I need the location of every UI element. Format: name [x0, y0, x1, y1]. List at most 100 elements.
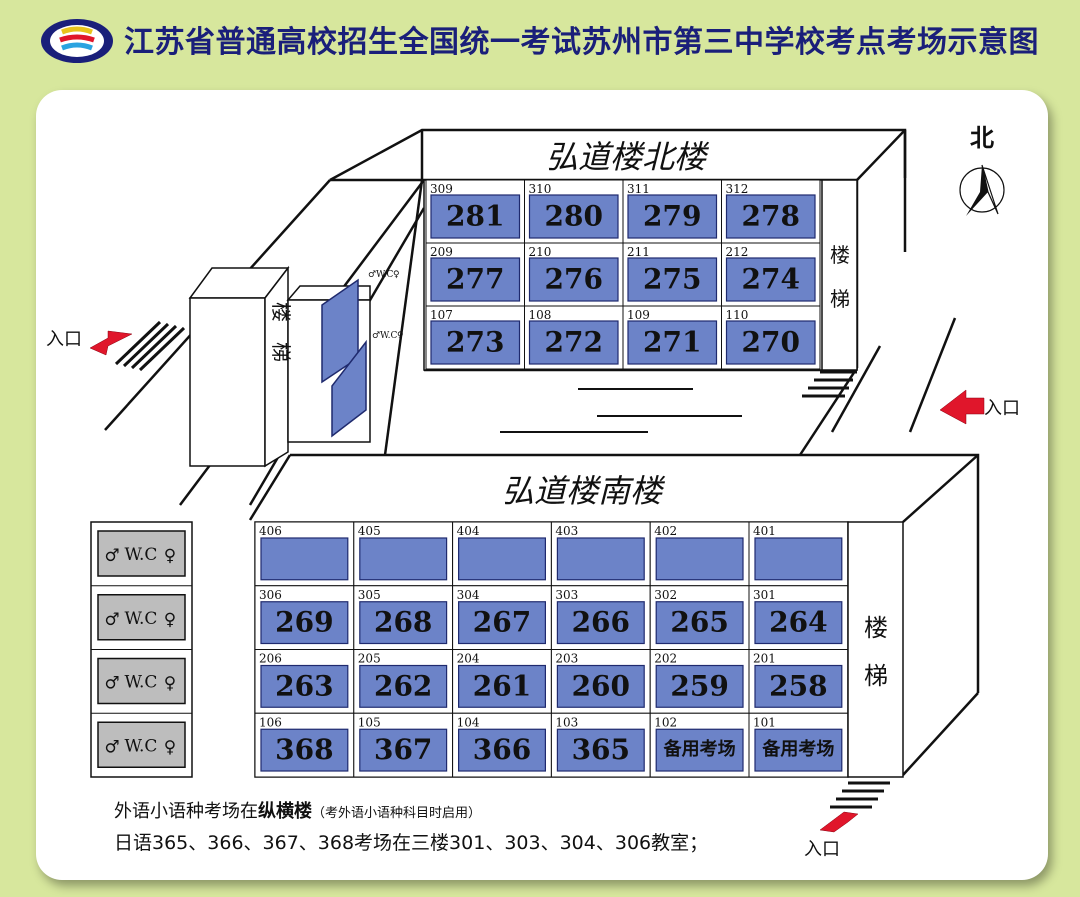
female-icon: ♀	[164, 546, 176, 566]
svg-text:W.C: W.C	[380, 331, 398, 341]
room-number: 209	[430, 245, 453, 259]
svg-text:入口: 入口	[804, 839, 840, 860]
wc-label: W.C	[125, 736, 158, 756]
room-fill	[655, 537, 744, 581]
room-fill	[458, 728, 547, 772]
room-fill	[260, 728, 349, 772]
room-fill	[359, 728, 448, 772]
room-number: 201	[753, 652, 776, 666]
room-number: 105	[358, 715, 381, 729]
right-entrance: 入口	[939, 389, 1020, 425]
exam-room: 102 备用考场	[649, 712, 750, 778]
room-fill	[556, 664, 645, 708]
male-icon: ♂	[104, 737, 119, 757]
room-fill	[754, 664, 843, 708]
exam-room: 406	[254, 521, 355, 587]
wc-sign: ♂W.C♀	[91, 649, 192, 705]
exam-room-number: 279	[643, 200, 701, 233]
room-fill	[430, 194, 521, 239]
room-fill	[458, 664, 547, 708]
room-number: 110	[726, 308, 749, 322]
room-fill	[359, 664, 448, 708]
room-number: 108	[529, 308, 552, 322]
room-fill	[627, 194, 718, 239]
wc-sign: ♂W.C♀	[91, 585, 192, 641]
note-line-1: 外语小语种考场在纵横楼（考外语小语种科目时启用）	[114, 798, 708, 826]
exam-room-number: 261	[473, 669, 531, 702]
room-fill	[430, 257, 521, 302]
room-number: 106	[259, 715, 282, 729]
room-fill	[655, 728, 744, 772]
room-fill	[754, 537, 843, 581]
room-number: 403	[555, 524, 578, 538]
room-fill	[528, 194, 619, 239]
header: 江苏省普通高校招生全国统一考试苏州市第三中学校考点考场示意图	[0, 0, 1080, 88]
room-number: 205	[358, 652, 381, 666]
exam-room: 403	[550, 521, 651, 587]
wc-sign-small-2: ♂ W.C ♀	[372, 331, 404, 341]
exam-room-number: 259	[670, 669, 728, 702]
exam-room: 405	[353, 521, 454, 587]
room-number: 303	[555, 588, 578, 602]
south-stair-label-2: 梯	[864, 662, 888, 690]
svg-text:入口: 入口	[46, 329, 82, 350]
south-building-outline	[248, 453, 980, 776]
room-fill	[655, 601, 744, 645]
exam-room-number: 274	[742, 263, 800, 296]
room-fill	[754, 601, 843, 645]
room-fill	[556, 728, 645, 772]
svg-text:W.C: W.C	[376, 270, 394, 280]
wc-label: W.C	[125, 609, 158, 629]
room-number: 405	[358, 524, 381, 538]
north-rooms: 3092813102803112793122782092772102762112…	[425, 179, 821, 370]
room-fill	[725, 257, 816, 302]
exam-room-number: 272	[545, 326, 603, 359]
room-number: 102	[654, 715, 677, 729]
wc-sign: ♂W.C♀	[91, 521, 192, 577]
room-number: 204	[457, 652, 480, 666]
north-building-name: 弘道楼北楼	[546, 138, 710, 176]
room-number: 401	[753, 524, 776, 538]
room-number: 101	[753, 715, 776, 729]
room-number: 404	[457, 524, 480, 538]
exam-room-number: 262	[374, 669, 432, 702]
room-fill	[655, 664, 744, 708]
room-number: 302	[654, 588, 677, 602]
male-icon: ♂	[104, 610, 119, 630]
male-icon: ♂	[104, 546, 119, 566]
north-stair-label-2: 梯	[830, 287, 850, 311]
room-fill	[754, 728, 843, 772]
room-fill	[359, 537, 448, 581]
school-logo	[41, 19, 113, 63]
female-icon: ♀	[164, 737, 176, 757]
room-fill	[458, 537, 547, 581]
room-number: 202	[654, 652, 677, 666]
exam-room: 404	[452, 521, 552, 587]
room-fill	[528, 320, 619, 365]
room-fill	[556, 601, 645, 645]
room-number: 203	[555, 652, 578, 666]
north-stair-label-1: 楼	[830, 243, 850, 267]
wc-label: W.C	[125, 673, 158, 693]
exam-room-number: 258	[769, 669, 827, 702]
exam-room-number: 268	[374, 606, 432, 639]
north-stair-block	[821, 179, 858, 371]
exam-room-number: 备用考场	[663, 738, 736, 760]
south-stair-block	[847, 521, 904, 778]
room-fill	[430, 320, 521, 365]
connector-building	[188, 265, 371, 468]
